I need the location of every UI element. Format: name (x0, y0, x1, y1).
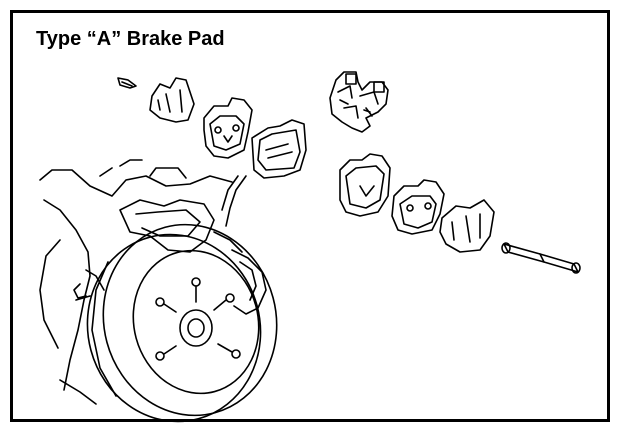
clip-marker-icon (118, 78, 136, 88)
shim-plate-upper-left (150, 78, 194, 122)
suspension-assembly (40, 160, 266, 404)
outer-brake-pad-upper (204, 98, 252, 158)
inner-brake-pad-upper (252, 120, 306, 178)
shim-plate-right (440, 200, 494, 252)
brake-rotor (67, 205, 298, 436)
pad-retaining-pin (502, 243, 580, 273)
caliper-mounting-bracket (330, 72, 388, 132)
inner-brake-pad-right (340, 154, 390, 216)
wheel-hub (156, 278, 240, 360)
outer-brake-pad-right (392, 180, 444, 234)
figure-title: Type “A” Brake Pad (36, 28, 225, 50)
